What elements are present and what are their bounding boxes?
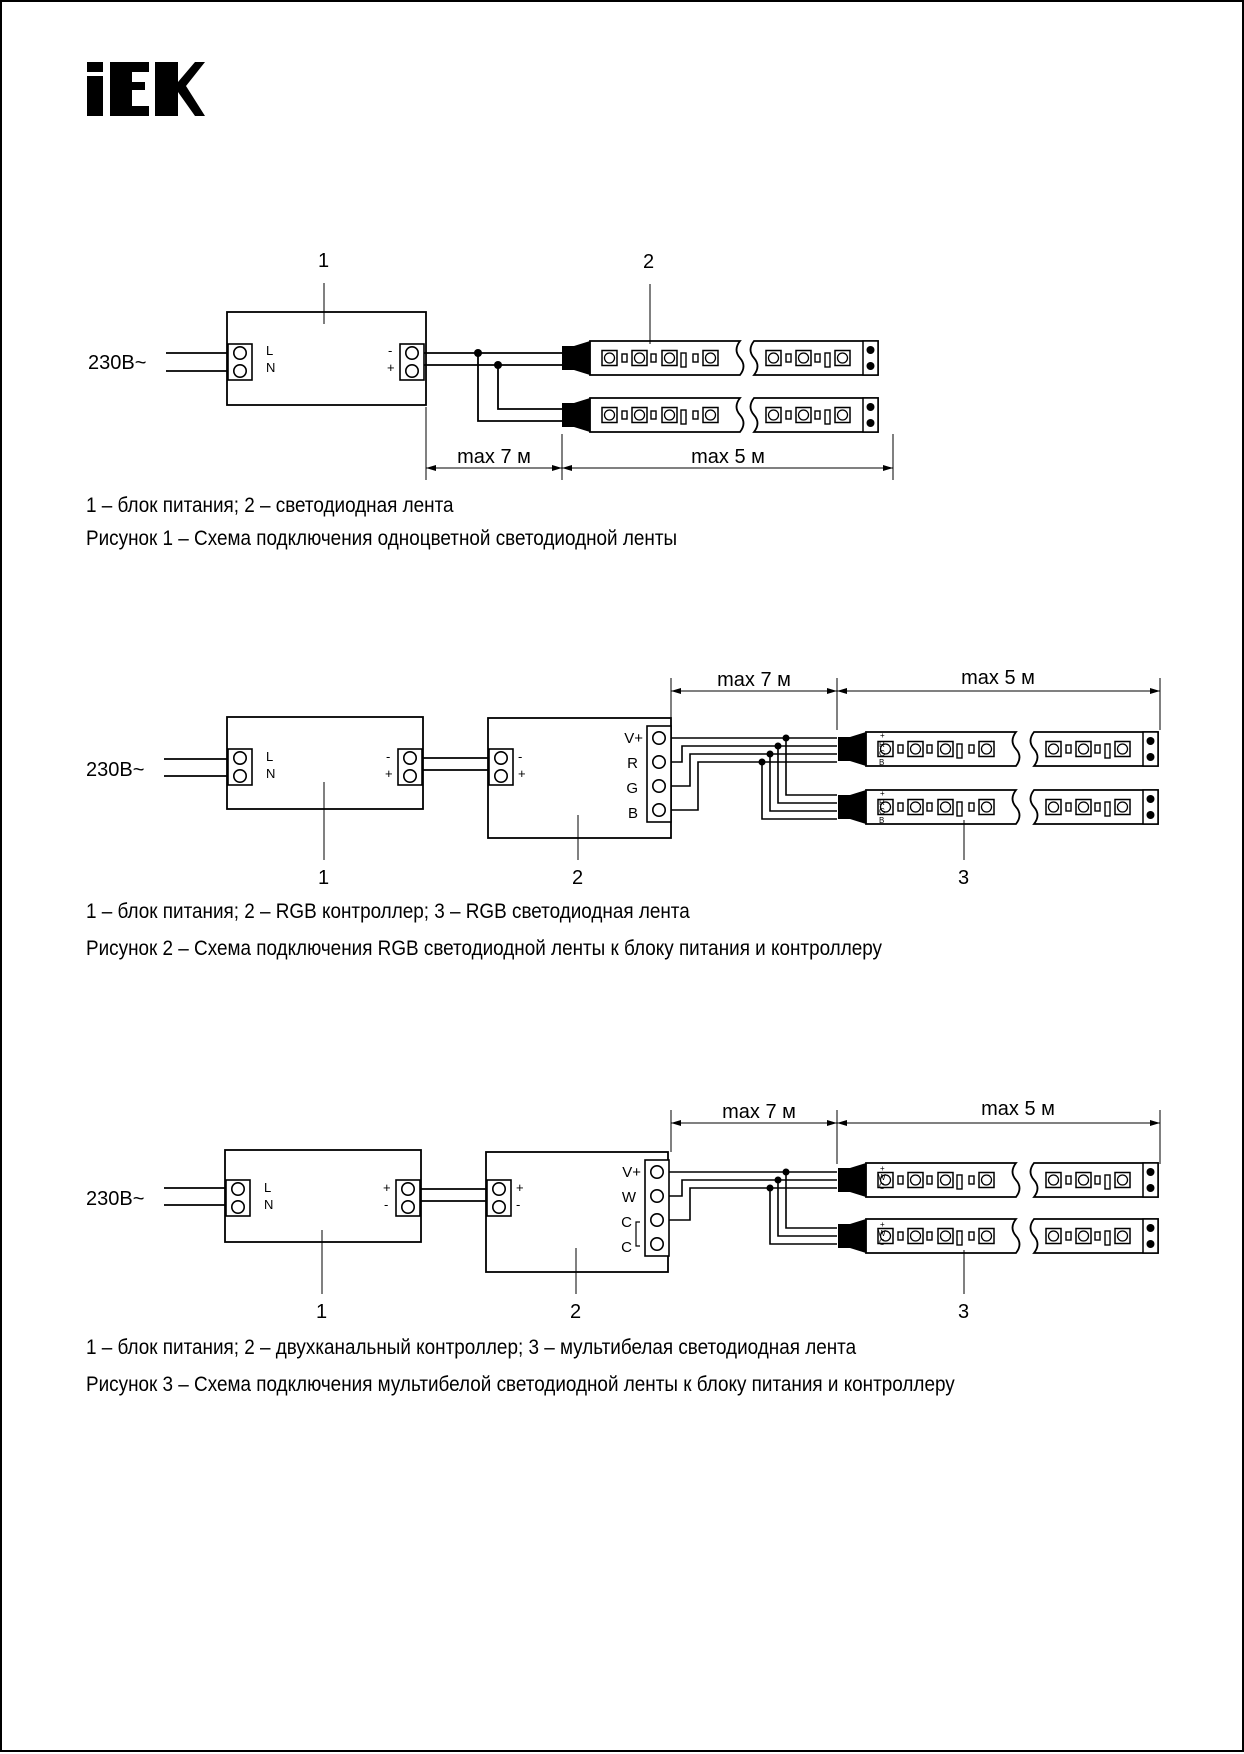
- figure-1-legend: 1 – блок питания; 2 – светодиодная лента: [86, 494, 454, 517]
- mains-label: 230В~: [86, 759, 144, 781]
- callout-2: 2: [570, 1301, 581, 1323]
- svg-text:C: C: [621, 1214, 632, 1231]
- svg-text:+: +: [880, 789, 885, 798]
- svg-text:R: R: [879, 740, 885, 749]
- svg-text:+: +: [383, 1180, 391, 1195]
- power-supply: [226, 716, 424, 810]
- svg-text:+: +: [880, 731, 885, 740]
- callout-1: 1: [318, 250, 329, 272]
- multiwhite-led-strip: + W C: [838, 1163, 1158, 1197]
- led-strip: [562, 341, 878, 375]
- svg-text:N: N: [264, 1197, 273, 1212]
- svg-text:W: W: [878, 1229, 886, 1238]
- figure-1-title: Рисунок 1 – Схема подключения одноцветно…: [86, 527, 678, 550]
- svg-text:+: +: [880, 1164, 885, 1173]
- dim-strip: max 5 м: [691, 446, 765, 468]
- svg-text:R: R: [879, 798, 885, 807]
- svg-text:L: L: [266, 343, 273, 358]
- svg-text:+: +: [516, 1180, 524, 1195]
- multiwhite-led-strip: + W C: [838, 1219, 1158, 1253]
- svg-text:N: N: [266, 766, 275, 781]
- svg-text:B: B: [879, 816, 884, 825]
- callout-1: 1: [316, 1301, 327, 1323]
- svg-text:-: -: [386, 749, 390, 764]
- dim-strip: max 5 м: [981, 1098, 1055, 1120]
- svg-text:C: C: [879, 1182, 885, 1191]
- svg-text:W: W: [878, 1173, 886, 1182]
- figure-2-title: Рисунок 2 – Схема подключения RGB светод…: [86, 937, 883, 960]
- svg-text:-: -: [516, 1197, 520, 1212]
- svg-text:B: B: [879, 758, 884, 767]
- dim-cable: max 7 м: [457, 446, 531, 468]
- svg-text:+: +: [385, 766, 393, 781]
- svg-text:G: G: [879, 749, 885, 758]
- svg-text:W: W: [622, 1189, 637, 1206]
- figure-3-title: Рисунок 3 – Схема подключения мультибело…: [86, 1373, 955, 1396]
- svg-text:G: G: [879, 807, 885, 816]
- figure-2-diagram: 230В~ L N - + 1 - + V+ R G B 2: [86, 667, 1161, 889]
- callout-3: 3: [958, 867, 969, 889]
- svg-text:+: +: [880, 1220, 885, 1229]
- figure-1-diagram: 230В~ L N - + 1 2: [88, 250, 894, 480]
- svg-text:-: -: [384, 1197, 388, 1212]
- svg-text:L: L: [264, 1180, 271, 1195]
- svg-text:-: -: [518, 749, 522, 764]
- callout-3: 3: [958, 1301, 969, 1323]
- svg-text:+: +: [387, 360, 395, 375]
- power-supply: [226, 311, 427, 406]
- svg-text:N: N: [266, 360, 275, 375]
- svg-text:+: +: [518, 766, 526, 781]
- mains-label: 230В~: [86, 1188, 144, 1210]
- svg-text:B: B: [628, 805, 638, 822]
- svg-text:-: -: [388, 343, 392, 358]
- rgb-led-strip: + R G B: [838, 731, 1158, 767]
- svg-text:C: C: [879, 1238, 885, 1247]
- dim-strip: max 5 м: [961, 667, 1035, 689]
- svg-text:C: C: [621, 1239, 632, 1256]
- svg-text:G: G: [626, 780, 638, 797]
- svg-text:L: L: [266, 749, 273, 764]
- dim-cable: max 7 м: [717, 669, 791, 691]
- figure-3-diagram: 230В~ L N + - 1 + - V+ W C C 2: [86, 1098, 1161, 1323]
- svg-text:V+: V+: [624, 730, 643, 747]
- rgb-led-strip: + R G B: [838, 789, 1158, 825]
- svg-text:V+: V+: [622, 1164, 641, 1181]
- power-supply: [224, 1149, 422, 1243]
- figure-3-legend: 1 – блок питания; 2 – двухканальный конт…: [86, 1336, 857, 1359]
- iek-logo: [87, 62, 205, 116]
- callout-2: 2: [572, 867, 583, 889]
- rgb-controller: [487, 717, 672, 839]
- dim-cable: max 7 м: [722, 1101, 796, 1123]
- led-strip: [562, 398, 878, 432]
- svg-text:R: R: [627, 755, 638, 772]
- figure-2-legend: 1 – блок питания; 2 – RGB контроллер; 3 …: [86, 900, 690, 923]
- mains-label: 230В~: [88, 352, 146, 374]
- callout-2: 2: [643, 251, 654, 273]
- callout-1: 1: [318, 867, 329, 889]
- dual-channel-controller: [485, 1151, 669, 1273]
